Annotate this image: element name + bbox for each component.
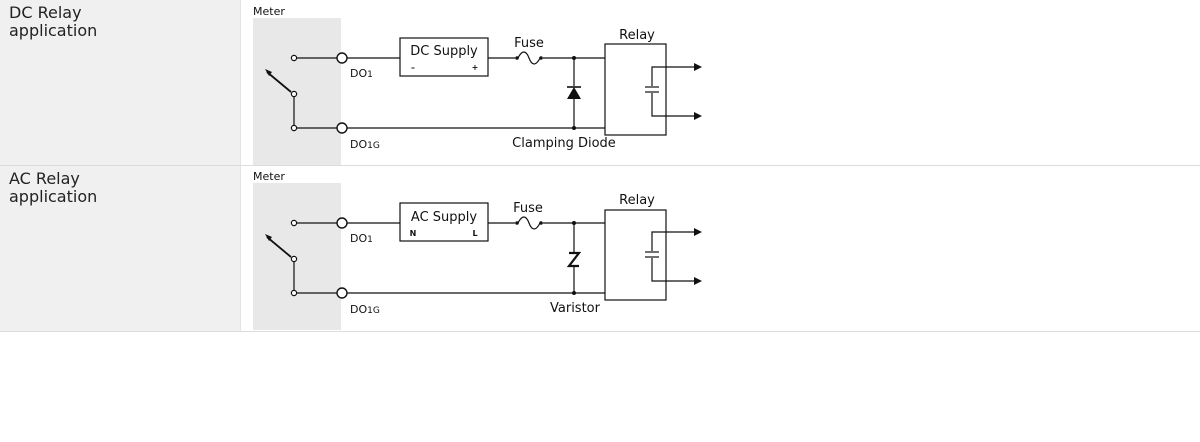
fuse-label: Fuse — [514, 36, 544, 51]
relay-box — [604, 43, 667, 136]
output-arrow-icon — [694, 63, 702, 71]
relay-label: Relay — [619, 193, 655, 208]
meter-area — [253, 18, 341, 165]
relay-output-wire — [651, 93, 694, 117]
switch-pivot — [290, 90, 298, 98]
row-label-line2: application — [9, 187, 98, 206]
row-label-line1: DC Relay — [9, 3, 82, 22]
dc-supply-positive-terminal: + — [472, 63, 479, 72]
relay-output-wire — [651, 258, 694, 282]
fuse-end-right — [539, 56, 543, 60]
row-label-cell: AC Relay application — [0, 166, 240, 331]
dc-supply-negative-terminal: – — [411, 63, 415, 72]
terminal-do1g-label: DO1G — [350, 138, 380, 151]
terminal-do1g — [336, 122, 348, 134]
terminal-do1-label: DO1 — [350, 67, 373, 80]
switch-contact-bottom — [290, 289, 298, 297]
row-label-line1: AC Relay — [9, 169, 80, 188]
fuse-icon — [517, 51, 541, 65]
terminal-do1-label: DO1 — [350, 232, 373, 245]
output-arrow-icon — [694, 277, 702, 285]
meter-area — [253, 183, 341, 330]
meter-label: Meter — [253, 170, 285, 183]
switch-contact-top — [290, 54, 298, 62]
varistor-icon — [566, 251, 582, 268]
table-row-ac-relay: AC Relay application Meter DO1 DO1G — [0, 166, 1200, 332]
fuse-icon — [517, 216, 541, 230]
relay-label: Relay — [619, 28, 655, 43]
dc-supply-box — [399, 37, 489, 77]
switch-pivot — [290, 255, 298, 263]
row-label-cell: DC Relay application — [0, 0, 240, 165]
ac-supply-neutral-terminal: N — [410, 229, 417, 238]
relay-box — [604, 209, 667, 301]
relay-output-wire — [651, 231, 694, 251]
output-arrow-icon — [694, 112, 702, 120]
row-label: DC Relay application — [9, 4, 209, 40]
ac-relay-diagram-svg: Meter DO1 DO1G AC Supply N L Fu — [253, 170, 702, 330]
switch-blade — [266, 71, 292, 93]
row-label: AC Relay application — [9, 170, 209, 206]
fuse-end-right — [539, 221, 543, 225]
meter-label: Meter — [253, 5, 285, 18]
switch-blade — [266, 236, 292, 258]
ac-supply-box — [399, 202, 489, 242]
switch-contact-top — [290, 219, 298, 227]
ac-supply-line-terminal: L — [472, 229, 477, 238]
dc-supply-label: DC Supply — [410, 44, 478, 59]
varistor-label: Varistor — [550, 301, 601, 316]
terminal-do1 — [336, 217, 348, 229]
terminal-do1g — [336, 287, 348, 299]
fuse-label: Fuse — [513, 201, 543, 216]
ac-supply-label: AC Supply — [411, 210, 477, 225]
switch-contact-bottom — [290, 124, 298, 132]
relay-output-wire — [651, 66, 694, 86]
clamping-diode-label: Clamping Diode — [512, 136, 616, 151]
terminal-do1 — [336, 52, 348, 64]
dc-relay-wiring-diagram: Meter DO1 DO1G DC Supply — [240, 0, 1200, 165]
table-row-dc-relay: DC Relay application Meter — [0, 0, 1200, 166]
dc-relay-diagram-svg: Meter DO1 DO1G DC Supply — [253, 5, 702, 165]
output-arrow-icon — [694, 228, 702, 236]
switch-blade-tip — [265, 69, 272, 76]
clamping-diode-icon — [567, 87, 581, 99]
row-label-line2: application — [9, 21, 98, 40]
ac-relay-wiring-diagram: Meter DO1 DO1G AC Supply N L Fu — [240, 166, 1200, 331]
terminal-do1g-label: DO1G — [350, 303, 380, 316]
switch-blade-tip — [265, 234, 272, 241]
